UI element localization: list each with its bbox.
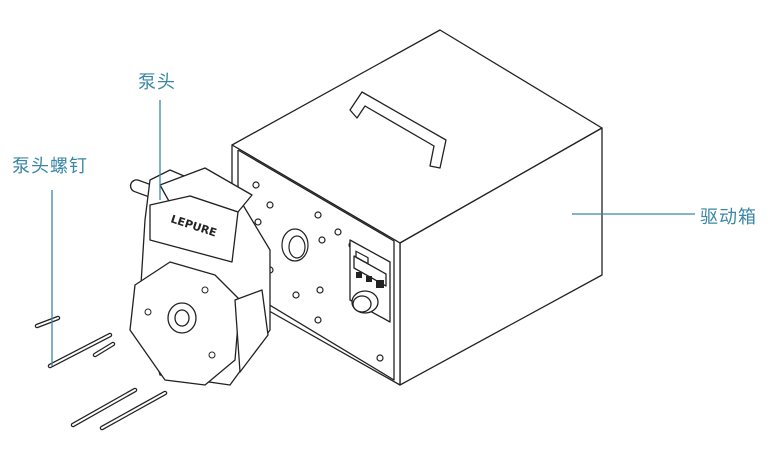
pump-head: LEPURE: [129, 167, 271, 386]
handle: [349, 91, 447, 169]
control-panel: [349, 239, 391, 323]
drive-box: [231, 29, 603, 386]
pump-head-screws-label: 泵头螺钉: [12, 156, 88, 177]
drive-box-label: 驱动箱: [700, 207, 757, 228]
pump-head-label: 泵头: [138, 72, 176, 93]
